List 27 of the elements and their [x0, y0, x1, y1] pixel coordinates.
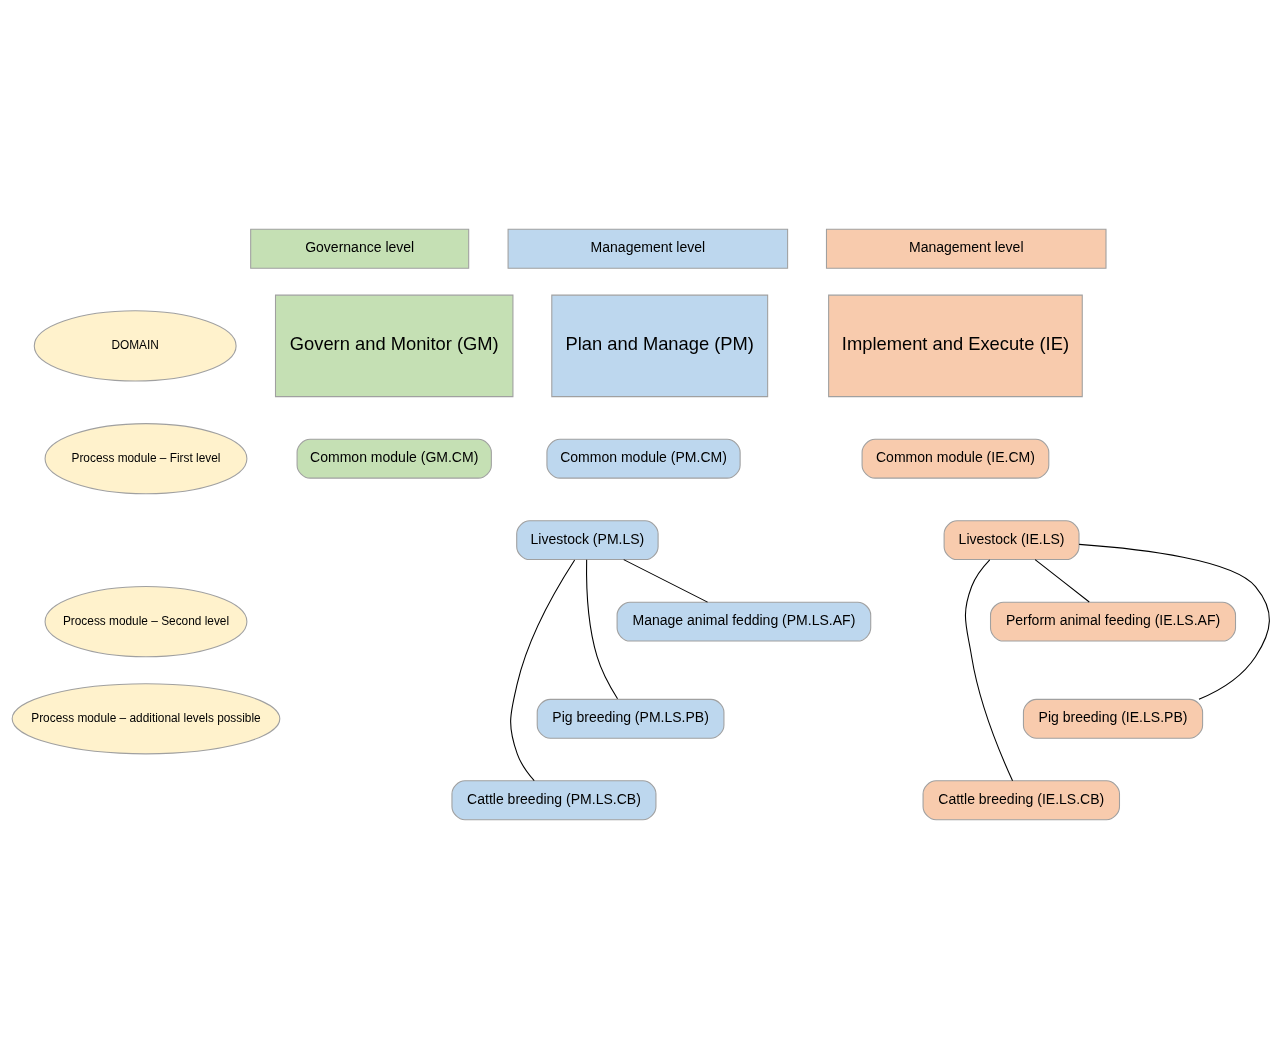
node-box: Pig breeding (PM.LS.PB)	[536, 698, 725, 739]
connector	[510, 558, 576, 781]
node-box: Plan and Manage (PM)	[551, 294, 769, 397]
node-ellipse: Process module – Second level	[44, 585, 248, 657]
node-box: Livestock (IE.LS)	[943, 519, 1080, 560]
node-box: Governance level	[250, 228, 470, 269]
node-ellipse: DOMAIN	[33, 309, 237, 381]
node-box: Implement and Execute (IE)	[828, 294, 1083, 397]
connector	[1078, 543, 1270, 700]
node-box: Govern and Monitor (GM)	[274, 294, 514, 397]
node-box: Management level	[507, 228, 789, 269]
node-box: Livestock (PM.LS)	[516, 519, 659, 560]
node-box: Common module (GM.CM)	[296, 438, 492, 479]
node-ellipse: Process module – additional levels possible	[11, 682, 281, 754]
node-ellipse: Process module – First level	[44, 422, 248, 494]
node-box: Common module (PM.CM)	[546, 438, 741, 479]
connector	[586, 558, 619, 699]
node-box: Perform animal feeding (IE.LS.AF)	[990, 601, 1237, 642]
connector	[1034, 558, 1090, 602]
connector	[623, 558, 709, 603]
node-box: Manage animal fedding (PM.LS.AF)	[616, 601, 872, 642]
node-box: Management level	[825, 228, 1107, 269]
connector	[964, 558, 1014, 781]
node-box: Cattle breeding (PM.LS.CB)	[451, 779, 657, 820]
node-box: Pig breeding (IE.LS.PB)	[1022, 698, 1204, 739]
node-box: Cattle breeding (IE.LS.CB)	[922, 779, 1121, 820]
node-box: Common module (IE.CM)	[861, 438, 1050, 479]
